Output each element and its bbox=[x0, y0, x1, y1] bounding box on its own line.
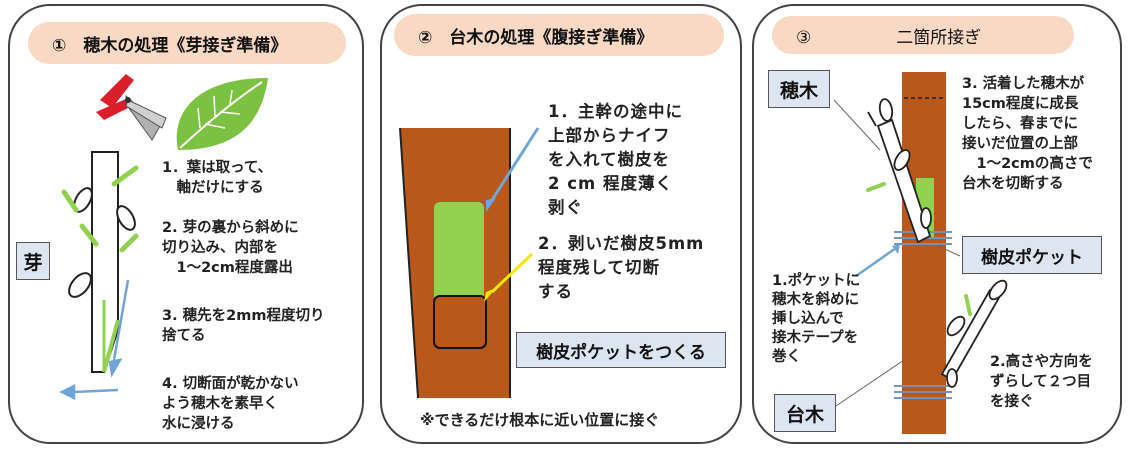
grafted-trunk bbox=[866, 72, 1008, 434]
panel1-step3: 3. 穂先を2mm程度切り 捨てる bbox=[162, 308, 325, 344]
leaf-icon bbox=[176, 78, 268, 150]
panel2-step1: 1．主幹の途中に 上部からナイフ を入れて樹皮を 2 cm 程度薄く 剥ぐ bbox=[548, 102, 683, 217]
panel1-step4: 4. 切断面が乾かない よう穂木を素早く 水に浸ける bbox=[162, 376, 299, 432]
panel3-step2: 2.高さや方向を ずらして２つ目 を接ぐ bbox=[990, 354, 1093, 410]
arrow-icon bbox=[833, 99, 961, 407]
panel2-note: ※できるだけ根本に近い位置に接ぐ bbox=[420, 411, 660, 429]
panel3-step3: 3. 活着した穂木が 15cm程度に成長 したら、春までに 接いだ位置の上部 1… bbox=[962, 76, 1093, 192]
bark-pocket-label: 樹皮ポケットをつくる bbox=[516, 332, 726, 368]
scion-label: 穂木 bbox=[768, 70, 830, 108]
scion-stem bbox=[61, 151, 139, 373]
panel2-title: ② 台木の処理《腹接ぎ準備》 bbox=[394, 14, 724, 56]
panel1-step1: 1．葉は取って、 軸だけにする bbox=[162, 160, 273, 196]
panel-scion-prep bbox=[8, 4, 364, 444]
rootstock-label: 台木 bbox=[774, 394, 836, 432]
pruning-shears-icon bbox=[96, 74, 167, 141]
arrow-icon bbox=[59, 279, 130, 401]
panel1-step2: 2. 芽の裏から斜めに 切り込み、内部を 1〜2cm程度露出 bbox=[162, 220, 299, 276]
arrow-icon bbox=[484, 127, 540, 302]
panel1-title: ① 穂木の処理《芽接ぎ準備》 bbox=[28, 22, 346, 64]
panel3-title: ③ 二箇所接ぎ bbox=[772, 16, 1074, 54]
panel2-step2: 2．剥いだ樹皮5mm 程度残して切断 する bbox=[538, 234, 705, 301]
bud-label: 芽 bbox=[16, 242, 50, 280]
panel3-step1: 1.ポケットに 穂木を斜めに 挿し込んで 接木テープを 巻く bbox=[772, 273, 861, 365]
bark-pocket-label: 樹皮ポケット bbox=[962, 236, 1102, 274]
